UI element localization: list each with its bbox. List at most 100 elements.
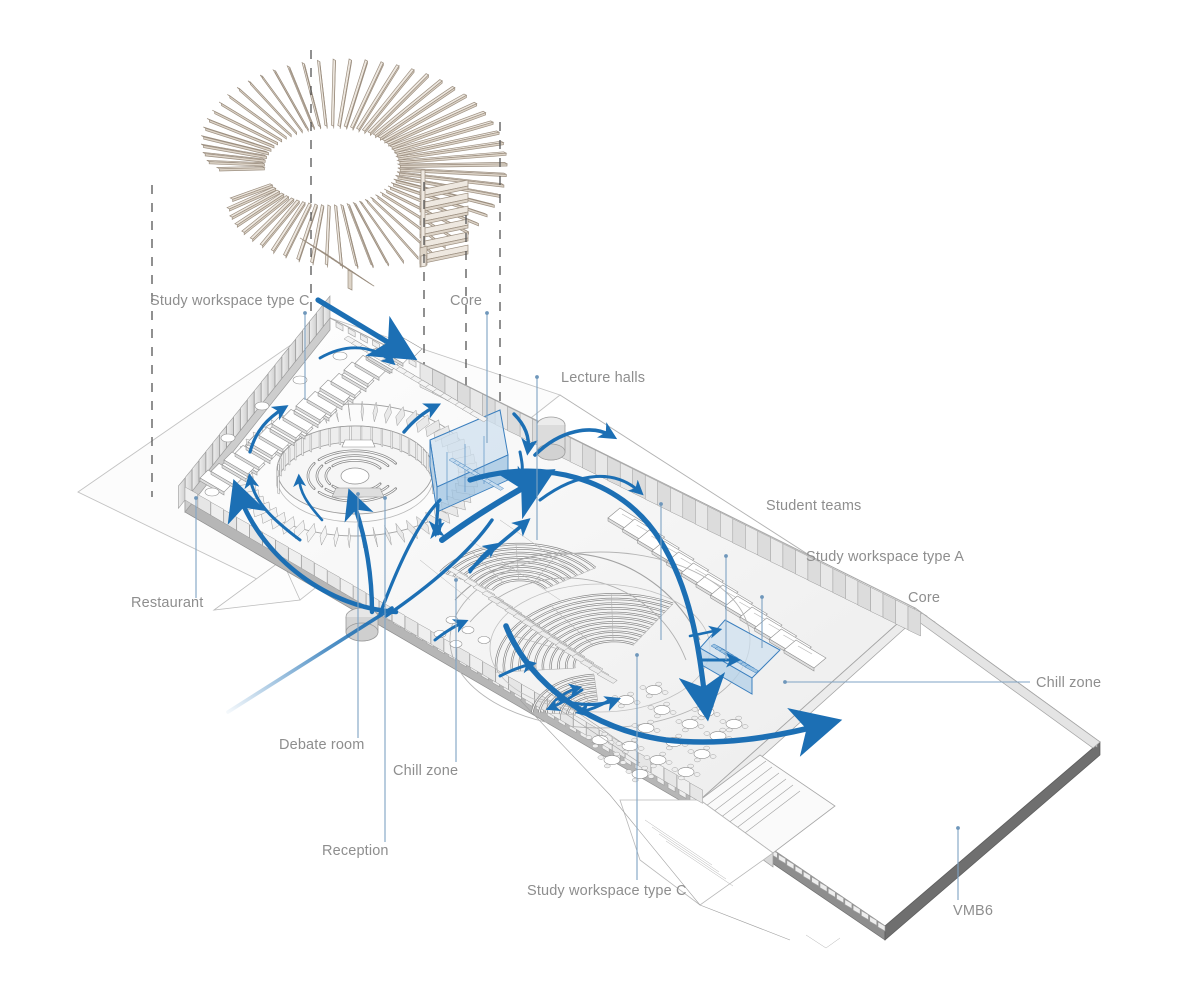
canopy-fin-edge <box>304 63 322 130</box>
facade-panel <box>184 486 198 508</box>
aisle-line <box>611 594 614 642</box>
cafe-chair <box>653 728 661 733</box>
table-edge <box>234 452 260 471</box>
debate-seat-row-hl <box>318 450 397 464</box>
label-student-teams: Student teams <box>659 498 861 640</box>
facade-panel <box>689 782 703 804</box>
canopy-fin-edge <box>327 206 331 268</box>
canopy-fin-edge <box>203 136 269 156</box>
canopy-fin-edge <box>342 205 359 269</box>
facade-panel <box>210 501 224 524</box>
leader-dot <box>303 311 307 315</box>
cafe-table <box>653 705 671 715</box>
debate-seat-row-hl <box>325 467 331 485</box>
exploded-fin-canopy <box>200 58 509 291</box>
drum-mullion <box>399 433 402 453</box>
canopy-fin-edge <box>398 142 504 161</box>
cafe-chair <box>719 727 726 733</box>
label-core-right: Core <box>760 590 940 648</box>
facade-panel <box>417 623 431 645</box>
cafe-chair <box>650 763 657 769</box>
stair-tread <box>469 410 489 423</box>
aisle-line <box>550 605 593 646</box>
label-study-workspace-type-c-top: Study workspace type C <box>150 293 310 400</box>
canopy-fin-edge <box>231 190 280 220</box>
facade-panel <box>275 539 289 561</box>
aisle-line <box>533 549 561 583</box>
canopy-fin-edge <box>262 75 303 134</box>
cafe-chair <box>647 705 655 710</box>
canopy-fin-edge <box>262 200 300 249</box>
canopy-fin-edge <box>336 206 343 269</box>
parapet-block <box>347 327 356 338</box>
label-chill-zone-right: Chill zone <box>783 675 1101 691</box>
cafe-chair <box>631 723 639 728</box>
label-text: Core <box>908 590 940 606</box>
leader-dot <box>956 826 960 830</box>
canopy-fin-edge <box>229 95 287 140</box>
facade-panel <box>353 585 367 607</box>
table-edge <box>317 392 343 411</box>
cafe-chair <box>675 719 683 724</box>
canopy-fin-edge <box>243 196 289 236</box>
circulation-arrows <box>226 297 843 757</box>
drum-mullion <box>426 452 429 471</box>
cafe-table <box>645 685 663 695</box>
radial-partition <box>395 523 405 543</box>
cafe-chair <box>655 681 662 687</box>
facade-panel <box>314 562 328 584</box>
cafe-chair <box>726 727 733 733</box>
canopy-fin-edge <box>375 80 443 139</box>
leader-dot <box>760 595 764 599</box>
explosion-axis-group <box>151 50 501 497</box>
label-text: Reception <box>322 843 389 859</box>
radial-partition <box>347 401 351 422</box>
canopy-fin-edge <box>384 94 467 144</box>
canopy-fin-edge <box>396 131 500 157</box>
label-text: Study workspace type C <box>527 883 687 899</box>
aisle-line <box>593 674 598 701</box>
leader-dot <box>485 311 489 315</box>
cafe-chair <box>659 751 666 757</box>
leader-dot <box>724 554 728 558</box>
radial-partition <box>372 401 378 422</box>
label-lecture-halls: Lecture halls <box>535 370 645 540</box>
table-edge <box>330 380 356 399</box>
canopy-fin-edge <box>239 87 292 138</box>
drum-mullion <box>338 426 341 446</box>
canopy-fin-edge <box>380 87 456 141</box>
cafe-chair <box>741 724 749 729</box>
facade-panel <box>274 355 283 388</box>
cafe-chair <box>687 763 694 769</box>
drum-mullion <box>294 441 297 461</box>
radial-partition <box>293 519 306 540</box>
label-study-workspace-type-c-bottom: Study workspace type C <box>527 653 687 899</box>
canopy-fin-edge <box>208 161 265 167</box>
facade-panel <box>340 577 354 599</box>
cafe-table <box>631 769 649 779</box>
drum-mullion <box>277 475 280 495</box>
radial-partition <box>395 405 405 427</box>
label-text: VMB6 <box>953 903 993 919</box>
cafe-chair <box>665 760 673 765</box>
table-edge <box>343 369 369 388</box>
core-slab-edge <box>419 185 469 200</box>
cafe-chair <box>735 715 742 721</box>
facade-panel <box>267 364 276 397</box>
cafe-table <box>621 741 639 751</box>
canopy-fin-edge <box>273 201 306 255</box>
cafe-table <box>725 719 743 729</box>
radial-partition <box>360 401 364 422</box>
exploded-core-stack <box>419 169 469 268</box>
facade-panel <box>309 312 317 345</box>
canopy-fin-edge <box>319 61 328 129</box>
cafe-table <box>477 636 491 644</box>
leader-dot <box>194 496 198 500</box>
aisle-line <box>633 603 674 645</box>
cafe-chair <box>661 690 669 695</box>
facade-panel <box>288 547 302 569</box>
radial-partition <box>333 527 339 548</box>
canopy-fin-edge <box>361 201 404 265</box>
